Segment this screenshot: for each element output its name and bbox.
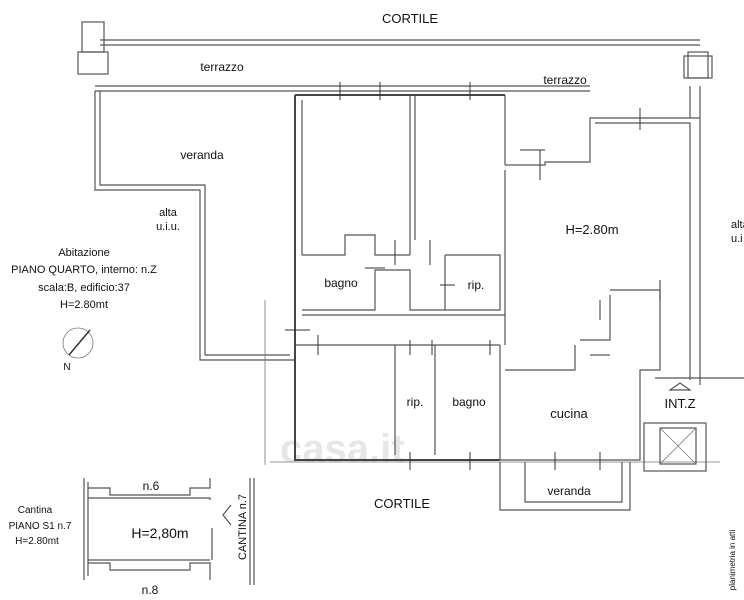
cellar-entrance-arrow-icon	[222, 504, 232, 526]
courtyard-top-label: CORTILE	[382, 11, 438, 26]
cellar-walls	[83, 478, 255, 585]
cellar-neighbor-top: n.6	[143, 479, 160, 493]
terrace-right-label: terrazzo	[543, 73, 587, 87]
cellar-info-line: Cantina	[18, 505, 53, 516]
info-line: H=2.80mt	[60, 299, 108, 311]
terrace-left-label: terrazzo	[200, 60, 244, 74]
entrance-arrow-icon	[668, 382, 692, 391]
cellar-height-label: H=2,80m	[131, 525, 188, 541]
cellar-neighbor-bottom: n.8	[142, 583, 159, 597]
watermark: casa.it	[280, 427, 405, 471]
rip-top-label: rip.	[468, 278, 485, 292]
veranda-outline	[94, 91, 295, 361]
entrance-label: INT.Z	[664, 396, 695, 411]
cellar-info-line: H=2.80mt	[15, 536, 59, 547]
cellar-info-line: PIANO S1 n.7	[9, 521, 72, 532]
bagno-bottom-label: bagno	[452, 395, 486, 409]
north-arrow-icon	[62, 327, 94, 359]
veranda-top-label: veranda	[180, 148, 224, 162]
main-height-label: H=2.80m	[565, 222, 618, 237]
bagno-top-label: bagno	[324, 276, 358, 290]
uiu-right-label: u.i	[731, 233, 743, 245]
uiu-label: u.i.u.	[156, 221, 180, 233]
cucina-label: cucina	[550, 406, 588, 421]
info-line: PIANO QUARTO, interno: n.Z	[11, 264, 157, 276]
terrace-edge	[95, 85, 701, 118]
courtyard-bottom-label: CORTILE	[374, 496, 430, 511]
info-line: Abitazione	[58, 247, 109, 259]
north-label: N	[63, 362, 70, 373]
courtyard-railing	[77, 21, 713, 79]
door-window-marks	[285, 82, 661, 470]
elevator-icon	[643, 422, 707, 472]
footer-note: planimetria in atti	[728, 530, 737, 591]
veranda-bottom-label: veranda	[547, 484, 591, 498]
info-line: scala:B, edificio:37	[38, 282, 130, 294]
rip-bottom-label: rip.	[407, 395, 424, 409]
cellar-side-label: CANTINA n.7	[237, 494, 249, 560]
alta-label: alta	[159, 207, 178, 219]
alta-right-label: alta	[731, 219, 744, 231]
veranda-bottom-outline	[499, 462, 631, 511]
